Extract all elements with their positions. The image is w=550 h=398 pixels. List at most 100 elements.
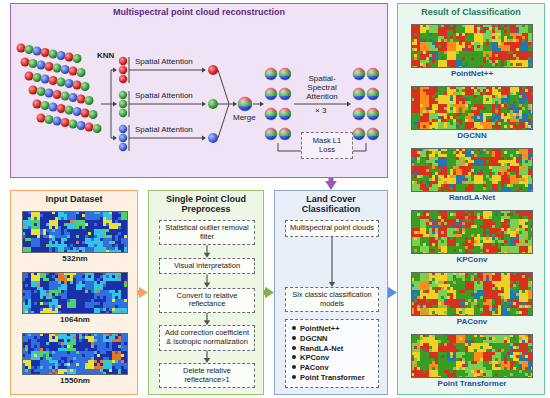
map-block [501, 334, 510, 343]
map-cell [417, 51, 420, 54]
map-cell [414, 95, 417, 98]
map-block [519, 237, 528, 246]
map-cell [414, 42, 417, 45]
map-cell [46, 232, 49, 235]
spectral-sphere [367, 128, 379, 140]
map-cell [471, 302, 474, 305]
map-cell [453, 222, 456, 225]
map-block [447, 237, 456, 246]
map-cell [522, 104, 525, 107]
map-cell [121, 247, 124, 250]
map-cell [498, 364, 501, 367]
map-cell [492, 302, 495, 305]
map-block [519, 361, 528, 370]
map-cell [456, 51, 459, 54]
map-cell [426, 57, 429, 60]
map-block [429, 334, 438, 343]
map-cell [118, 284, 121, 287]
map-cell [465, 101, 468, 104]
map-cell [441, 184, 444, 187]
map-block [483, 166, 492, 175]
map-block [483, 184, 492, 192]
result-map: PAConv [411, 272, 533, 327]
map-cell [471, 305, 474, 308]
map-cell [426, 154, 429, 157]
map-cell [528, 299, 531, 302]
map-cell [432, 311, 435, 314]
map-cell [486, 42, 489, 45]
map-cell [25, 229, 28, 232]
map-cell [450, 122, 453, 125]
map-cell [450, 237, 453, 240]
map-cell [507, 249, 510, 252]
map-cell [426, 225, 429, 228]
map-cell [462, 57, 465, 60]
map-cell [516, 213, 519, 216]
map-cell [441, 240, 444, 243]
map-cell [31, 287, 34, 290]
map-cell [37, 284, 40, 287]
map-cell [112, 220, 115, 223]
map-cell [420, 104, 423, 107]
map-cell [492, 63, 495, 66]
point-sphere [45, 115, 54, 124]
point-sphere [77, 68, 86, 77]
map-cell [435, 287, 438, 290]
map-cell [444, 33, 447, 36]
point-sphere [119, 125, 127, 133]
map-block [447, 210, 456, 219]
map-cell [498, 234, 501, 237]
map-caption: Point Transformer [411, 378, 533, 389]
map-cell [450, 36, 453, 39]
point-sphere [65, 106, 74, 115]
map-cell [441, 355, 444, 358]
map-cell [513, 284, 516, 287]
map-cell [504, 361, 507, 364]
map-cell [55, 278, 58, 281]
map-cell [46, 244, 49, 247]
map-block [519, 299, 528, 308]
map-cell [456, 225, 459, 228]
map-cell [423, 39, 426, 42]
map-block [492, 42, 501, 51]
map-cell [28, 275, 31, 278]
map-cell [519, 349, 522, 352]
map-cell [82, 241, 85, 244]
map-cell [489, 172, 492, 175]
map-cell [67, 293, 70, 296]
map-block [456, 210, 465, 219]
map-cell [525, 237, 528, 240]
map-cell [465, 33, 468, 36]
map-cell [528, 305, 531, 308]
map-cell [477, 60, 480, 63]
map-cell [414, 237, 417, 240]
arrow-head [113, 102, 117, 107]
map-cell [465, 219, 468, 222]
map-cell [486, 160, 489, 163]
point-sphere [45, 62, 54, 71]
map-cell [471, 234, 474, 237]
map-cell [447, 305, 450, 308]
map-block [465, 51, 474, 60]
map-image [22, 211, 128, 253]
map-block [519, 86, 528, 95]
map-block [438, 33, 447, 42]
map-cell [103, 226, 106, 229]
map-image [411, 272, 533, 316]
map-cell [462, 222, 465, 225]
map-cell [444, 275, 447, 278]
map-block [411, 113, 420, 122]
map-block [40, 272, 49, 281]
map-border [412, 149, 533, 192]
flow-line [218, 104, 229, 105]
map-cell [426, 278, 429, 281]
spectral-sphere [367, 108, 379, 120]
map-block [474, 175, 483, 184]
map-cell [468, 54, 471, 57]
map-cell [525, 302, 528, 305]
map-cell [423, 290, 426, 293]
result-map: DGCNN [411, 86, 533, 141]
map-block [49, 220, 58, 229]
map-cell [465, 184, 468, 187]
map-cell [444, 281, 447, 284]
